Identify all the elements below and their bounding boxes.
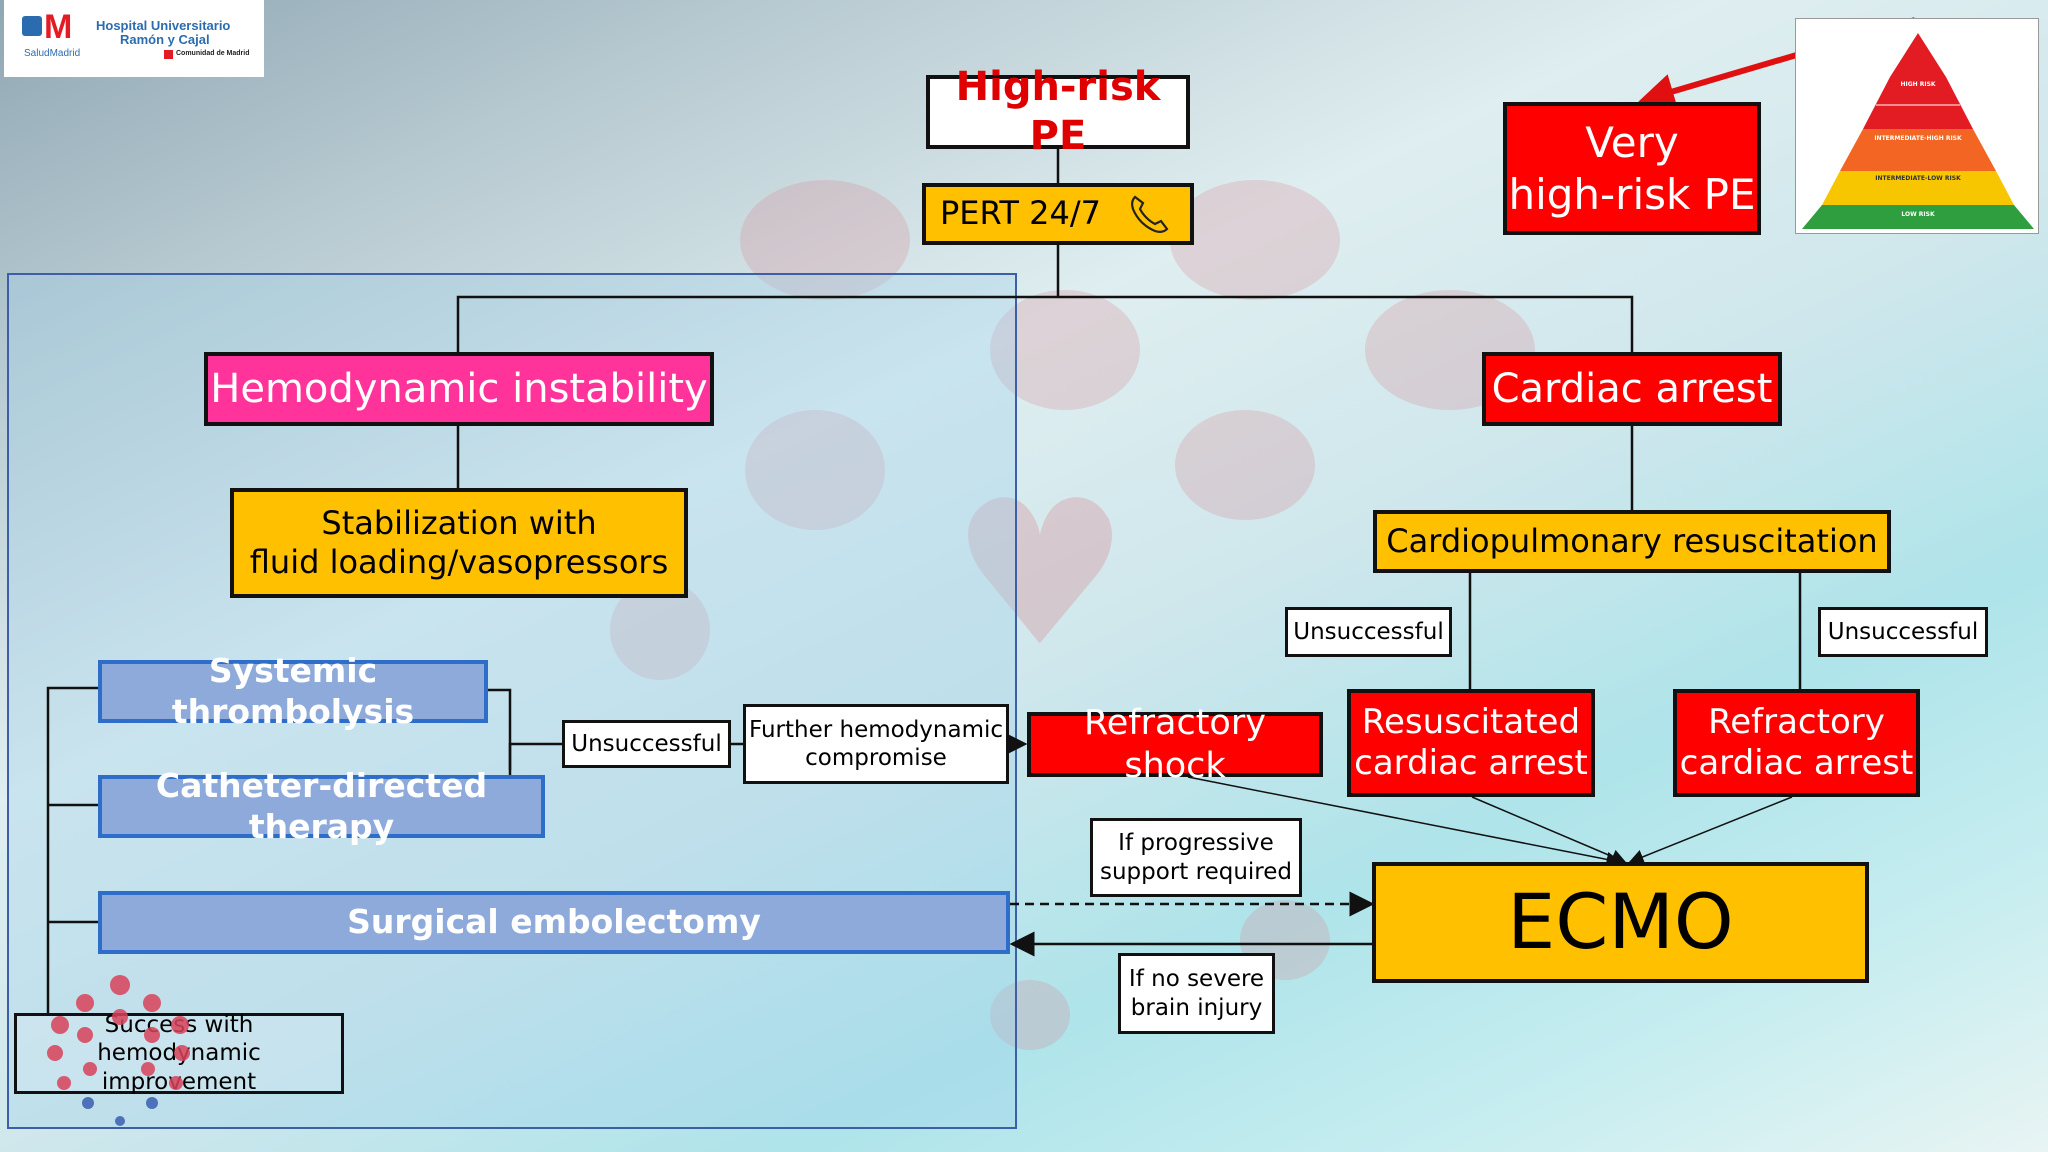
pyramid-tier-low: LOW RISK	[1901, 211, 1935, 218]
stabilization-label-line2: fluid loading/vasopressors	[249, 543, 669, 581]
background-blob	[990, 980, 1070, 1050]
very-high-risk-label-line1: Very	[1585, 118, 1679, 168]
comunidad-madrid-logo-icon	[22, 16, 42, 36]
further-compromise-label-line1: Further hemodynamic	[748, 716, 1004, 743]
refractory-arrest-label-line1: Refractory	[1708, 701, 1885, 742]
ecmo-label: ECMO	[1507, 877, 1734, 967]
risk-pyramid-figure	[1802, 33, 2034, 229]
catheter-directed-therapy-box: Catheter-directed therapy	[98, 766, 545, 846]
very-high-risk-label-line2: high-risk PE	[1508, 169, 1756, 219]
pyramid-tier-intermediate-low: INTERMEDIATE-LOW RISK	[1875, 175, 1961, 182]
resuscitated-cardiac-arrest-box: Resuscitated cardiac arrest	[1347, 689, 1595, 797]
phone-icon	[1131, 195, 1169, 233]
progressive-support-label-line2: support required	[1100, 858, 1292, 885]
brain-injury-box: If no severe brain injury	[1118, 953, 1275, 1034]
pyramid-tier-intermediate-high: INTERMEDIATE-HIGH RISK	[1874, 135, 1962, 142]
resuscitated-label-line1: Resuscitated	[1361, 701, 1581, 742]
brand-letter: M	[44, 8, 73, 46]
hospital-name-line1: Hospital Universitario	[96, 18, 231, 33]
high-risk-pe-label: High-risk PE	[955, 64, 1161, 159]
region-name: Comunidad de Madrid	[176, 50, 250, 57]
pert-box: PERT 24/7	[922, 183, 1194, 245]
background-blob	[745, 410, 885, 530]
progressive-support-label-line1: If progressive	[1118, 830, 1274, 857]
pert-label: PERT 24/7	[940, 194, 1101, 233]
unsuccessful-cpr-right-label: Unsuccessful	[1827, 618, 1979, 645]
progressive-support-box: If progressive support required	[1090, 818, 1302, 897]
unsuccessful-reperfusion-label-box: Unsuccessful	[562, 720, 731, 768]
further-compromise-label-line2: compromise	[805, 745, 947, 771]
pyramid-tier-high: HIGH RISK	[1900, 81, 1936, 88]
unsuccessful-cpr-left-label-box: Unsuccessful	[1285, 607, 1452, 657]
further-compromise-box: Further hemodynamic compromise	[743, 704, 1009, 784]
background-blob	[740, 180, 910, 300]
stabilization-label-line1: Stabilization with	[321, 503, 597, 542]
high-risk-pe-box: High-risk PE	[926, 64, 1190, 159]
cardiac-arrest-box: Cardiac arrest	[1482, 352, 1782, 426]
systemic-thrombolysis-box: Systemic thrombolysis	[98, 651, 488, 731]
background-blob	[1175, 410, 1315, 520]
hemodynamic-instability-box: Hemodynamic instability	[204, 352, 714, 426]
dotted-ring-decoration	[47, 975, 190, 1126]
background-blob	[1170, 180, 1340, 300]
systemic-thrombolysis-label: Systemic thrombolysis	[171, 651, 415, 731]
heart-icon: ♥	[950, 458, 1130, 691]
stabilization-box: Stabilization with fluid loading/vasopre…	[230, 488, 688, 598]
surgical-embolectomy-label: Surgical embolectomy	[347, 902, 761, 942]
resuscitated-label-line2: cardiac arrest	[1354, 743, 1588, 783]
refractory-cardiac-arrest-box: Refractory cardiac arrest	[1673, 689, 1920, 797]
unsuccessful-cpr-left-label: Unsuccessful	[1293, 618, 1444, 645]
refractory-shock-box: Refractory shock	[1027, 703, 1323, 786]
refractory-arrest-label-line2: cardiac arrest	[1679, 743, 1914, 783]
cardiac-arrest-label: Cardiac arrest	[1491, 365, 1773, 412]
hospital-name-line2: Ramón y Cajal	[120, 32, 210, 47]
brain-injury-label-line2: brain injury	[1130, 994, 1263, 1021]
cpr-box: Cardiopulmonary resuscitation	[1373, 510, 1891, 573]
very-high-risk-pe-box: Very high-risk PE	[1503, 102, 1761, 235]
cpr-label: Cardiopulmonary resuscitation	[1386, 521, 1878, 560]
region-flag-icon	[164, 50, 173, 59]
refractory-shock-label: Refractory shock	[1084, 702, 1266, 786]
unsuccessful-reperfusion-label: Unsuccessful	[571, 730, 722, 757]
sub-brand: SaludMadrid	[24, 48, 81, 59]
hemodynamic-instability-label: Hemodynamic instability	[210, 365, 708, 412]
ecmo-box: ECMO	[1372, 862, 1869, 983]
hospital-logo: M SaludMadrid Hospital Universitario Ram…	[4, 0, 264, 77]
surgical-embolectomy-box: Surgical embolectomy	[98, 891, 1010, 954]
unsuccessful-cpr-right-label-box: Unsuccessful	[1818, 607, 1988, 657]
catheter-directed-therapy-label: Catheter-directed therapy	[155, 766, 488, 846]
risk-pyramid-thumbnail: HIGH RISK INTERMEDIATE-HIGH RISK INTERME…	[1795, 18, 2039, 234]
brain-injury-label-line1: If no severe	[1128, 966, 1265, 993]
